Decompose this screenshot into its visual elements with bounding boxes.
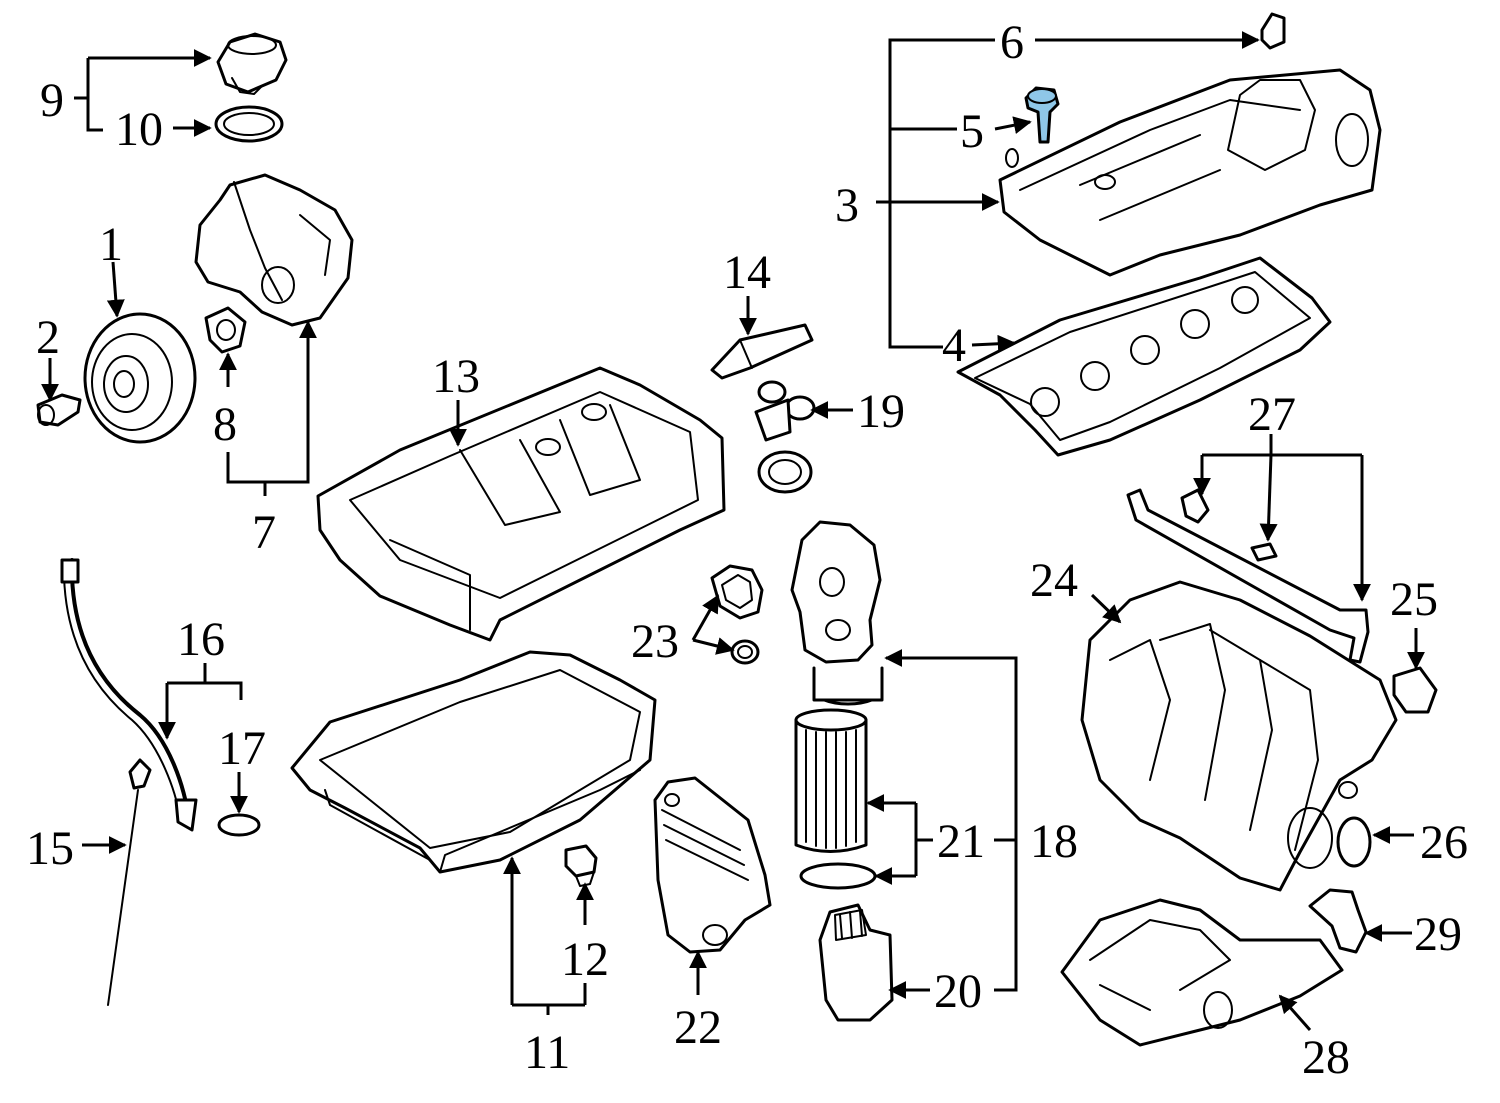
leader-lines (41, 31, 1425, 1031)
crankshaft-pulley (83, 312, 197, 444)
callout-labels: 1 2 3 4 5 6 7 8 9 10 11 12 13 14 15 16 1… (26, 16, 1468, 1084)
callout-27: 27 (1248, 388, 1296, 441)
callout-2: 2 (36, 311, 60, 364)
callout-12: 12 (561, 933, 609, 986)
callout-5: 5 (960, 105, 984, 158)
cooler-gaskets (710, 564, 764, 665)
callout-14: 14 (723, 246, 771, 299)
lower-oil-pan (290, 650, 657, 874)
engine-cover (1060, 898, 1344, 1047)
upper-oil-pan (316, 366, 726, 642)
oil-cooler (653, 776, 772, 954)
dipstick (107, 758, 152, 1006)
callout-22: 22 (674, 1001, 722, 1054)
callout-28: 28 (1302, 1031, 1350, 1084)
tube-seal (217, 813, 261, 837)
oil-filter-element (794, 708, 868, 853)
callout-13: 13 (432, 350, 480, 403)
callout-9: 9 (40, 74, 64, 127)
intake-manifold (1080, 580, 1398, 892)
callout-4: 4 (942, 319, 966, 372)
callout-29: 29 (1414, 908, 1462, 961)
callout-1: 1 (99, 218, 123, 271)
callout-10: 10 (115, 103, 163, 156)
oil-filter-cap (818, 903, 894, 1022)
callout-19: 19 (857, 385, 905, 438)
callout-16: 16 (177, 613, 225, 666)
o-ring-set (754, 380, 816, 494)
manifold-o-ring (1336, 816, 1372, 868)
throttle-gasket (1392, 666, 1438, 714)
callout-8: 8 (213, 398, 237, 451)
filter-o-ring (799, 862, 877, 890)
oil-filter-housing (790, 520, 884, 706)
callout-21: 21 (937, 815, 985, 868)
callout-24: 24 (1030, 554, 1078, 607)
callout-18: 18 (1030, 815, 1078, 868)
callout-26: 26 (1420, 816, 1468, 869)
manifold-bracket-rail (1126, 488, 1370, 664)
valve-cover-gasket (956, 256, 1332, 457)
callout-15: 15 (26, 822, 74, 875)
callout-6: 6 (1000, 16, 1024, 69)
pcv-valve (1024, 86, 1060, 144)
breather-valve (1260, 12, 1286, 50)
callout-17: 17 (218, 722, 266, 775)
callout-23: 23 (631, 615, 679, 668)
callout-7: 7 (252, 506, 276, 559)
callout-11: 11 (524, 1026, 570, 1079)
front-seal (204, 306, 247, 354)
drain-plug (564, 844, 598, 887)
callout-25: 25 (1390, 573, 1438, 626)
filler-cap-seal (214, 105, 284, 143)
sealant-tube (710, 323, 814, 380)
callout-3: 3 (835, 179, 859, 232)
dipstick-tube (60, 558, 198, 832)
pulley-bolt (36, 393, 82, 427)
oil-filler-cap (216, 32, 288, 95)
callout-20: 20 (934, 965, 982, 1018)
timing-cover (194, 173, 354, 327)
valve-cover (998, 68, 1382, 277)
